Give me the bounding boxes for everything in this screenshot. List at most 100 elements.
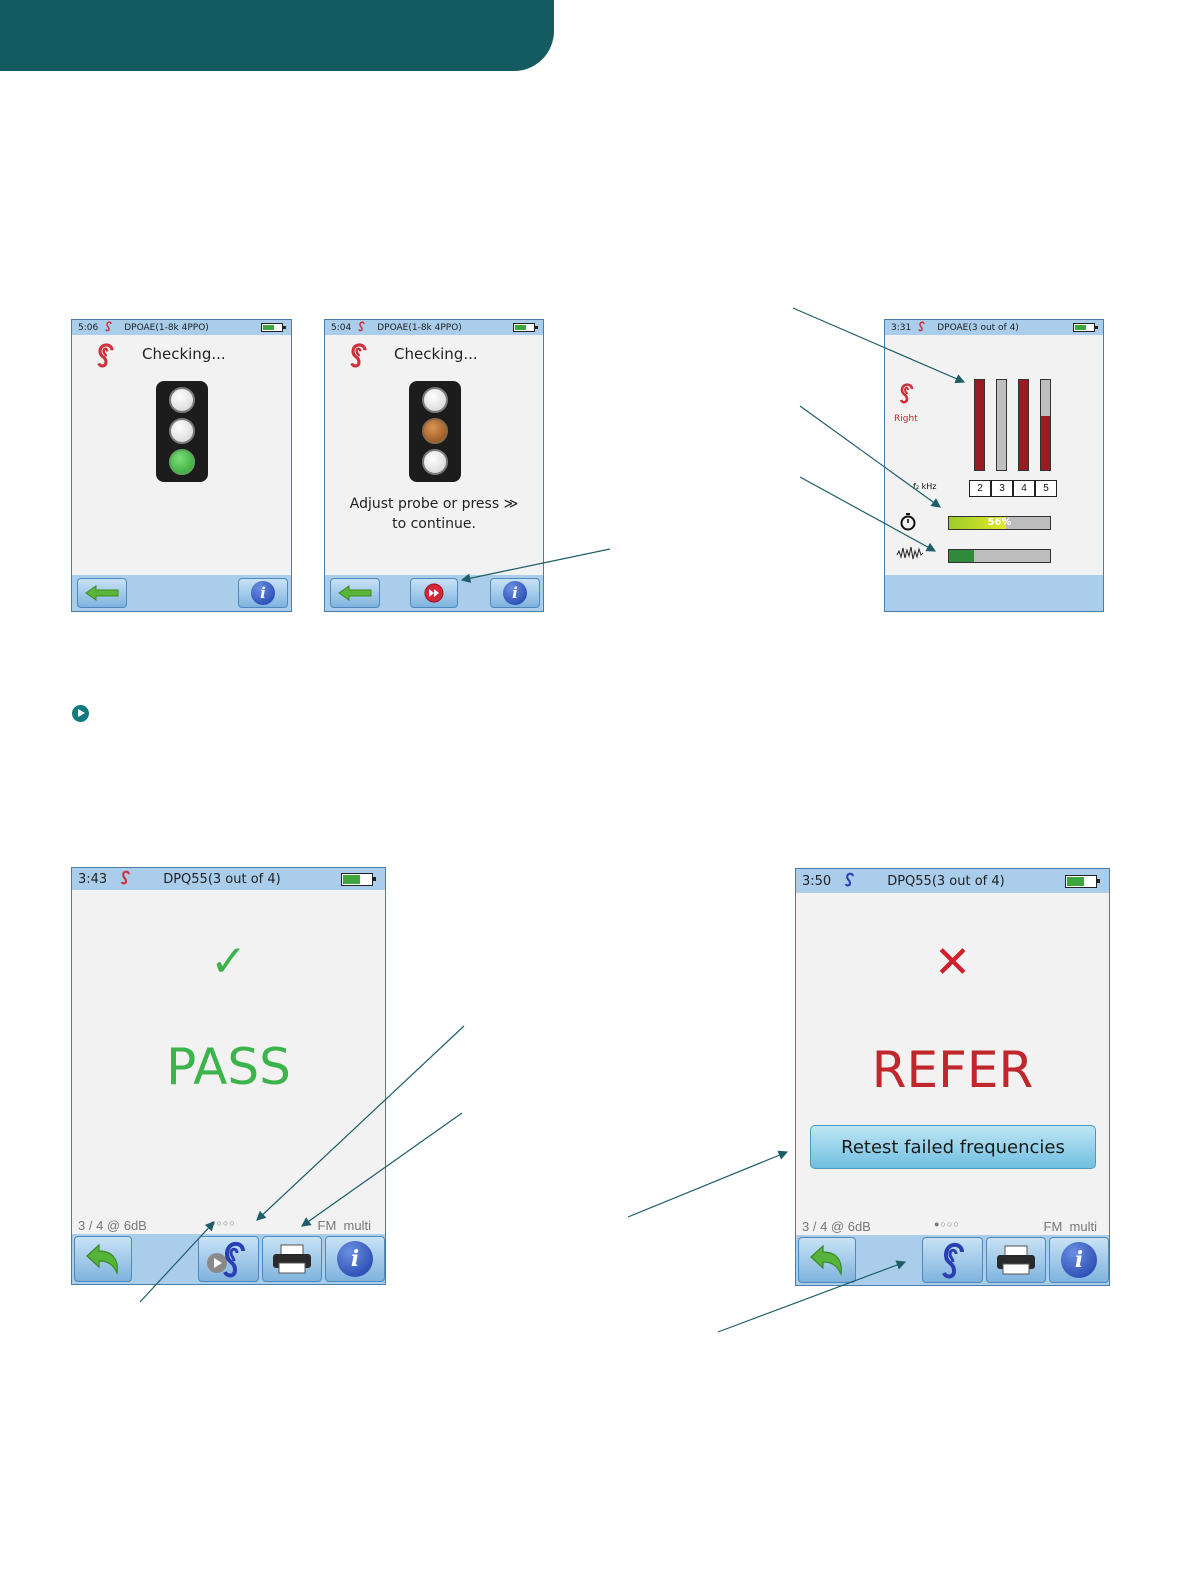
traffic-light-top: [422, 387, 448, 413]
ear-red-icon: [104, 320, 114, 335]
battery-icon: [1073, 323, 1098, 332]
stopwatch-icon: [900, 513, 916, 535]
freq-bar-2: [974, 379, 985, 471]
status-bar: 3:31 DPOAE(3 out of 4): [885, 320, 1103, 335]
test-progress-fill: [949, 517, 1006, 529]
status-time: 3:43: [78, 871, 108, 887]
back-arrow-icon: [338, 585, 372, 601]
print-button[interactable]: [262, 1236, 322, 1282]
traffic-light-bottom: [422, 449, 448, 475]
status-bar: 5:04 DPOAE(1-8k 4PPO): [325, 320, 543, 335]
info-icon: i: [1061, 1242, 1097, 1278]
status-title: DPQ55(3 out of 4): [887, 873, 1005, 889]
traffic-light-middle-amber: [422, 418, 448, 444]
back-button[interactable]: [330, 578, 380, 608]
info-icon: i: [251, 581, 275, 605]
ear-red-icon: [897, 380, 917, 410]
ear-button[interactable]: [922, 1237, 983, 1283]
info-button[interactable]: i: [490, 578, 540, 608]
noise-waveform-icon: [896, 545, 924, 565]
screen-result-refer: 3:50 DPQ55(3 out of 4) ✕ REFER Retest fa…: [795, 868, 1110, 1286]
back-button[interactable]: [798, 1237, 856, 1283]
status-bar: 3:50 DPQ55(3 out of 4): [796, 869, 1109, 893]
freq-bar-fill: [1041, 416, 1050, 470]
ear-red-icon: [94, 340, 118, 374]
toolbar: i: [72, 575, 291, 611]
traffic-light-top: [169, 387, 195, 413]
ear-red-icon: [357, 320, 367, 335]
info-icon: i: [503, 581, 527, 605]
check-icon: ✓: [210, 936, 247, 987]
traffic-light: [156, 381, 208, 482]
toolbar: i: [325, 575, 543, 611]
page-indicator: ●○○○: [934, 1219, 960, 1229]
test-progress-text: 56%: [987, 517, 1012, 528]
back-arrow-icon: [85, 585, 119, 601]
back-button[interactable]: [74, 1236, 132, 1282]
status-time: 5:06: [78, 322, 99, 333]
section-bullet-icon: [72, 705, 89, 722]
info-button[interactable]: i: [238, 578, 288, 608]
battery-icon: [261, 323, 286, 332]
screen-result-pass: 3:43 DPQ55(3 out of 4) ✓ PASS 3 / 4 @ 6d…: [71, 867, 386, 1285]
adjust-message-line1: Adjust probe or press ≫: [349, 496, 519, 512]
undo-arrow-icon: [810, 1244, 842, 1277]
toolbar: i: [72, 1234, 385, 1284]
back-button[interactable]: [77, 578, 127, 608]
noise-level-fill: [949, 550, 975, 562]
checking-label: Checking...: [394, 345, 478, 363]
ear-red-icon: [917, 320, 927, 335]
status-title: DPQ55(3 out of 4): [163, 871, 281, 887]
traffic-light-bottom-green: [169, 449, 195, 475]
status-time: 5:04: [331, 322, 352, 333]
checking-label: Checking...: [142, 345, 226, 363]
info-button[interactable]: i: [325, 1236, 385, 1282]
ear-blue-icon: [843, 870, 857, 892]
print-button[interactable]: [986, 1237, 1046, 1283]
page-indicator: ●○○○: [210, 1218, 236, 1228]
toolbar: [885, 575, 1103, 611]
freq-bar-fill: [1019, 380, 1028, 470]
result-refer-label: REFER: [871, 1041, 1034, 1099]
status-title: DPOAE(1-8k 4PPO): [124, 322, 209, 333]
cross-icon: ✕: [934, 937, 971, 988]
traffic-light: [409, 381, 461, 482]
noise-level-bar: [948, 549, 1051, 563]
status-time: 3:50: [802, 873, 832, 889]
screen-checking-amber: 5:04 DPOAE(1-8k 4PPO) Checking... Adjust…: [324, 319, 544, 612]
printer-icon: [997, 1245, 1035, 1275]
retest-failed-button[interactable]: Retest failed frequencies: [810, 1125, 1096, 1169]
undo-arrow-icon: [86, 1243, 118, 1276]
footer-right-status: FM multi: [1043, 1219, 1097, 1234]
ear-red-icon: [119, 868, 133, 890]
freq-axis-label: f₂ kHz: [913, 482, 937, 491]
battery-icon: [341, 872, 376, 886]
freq-label: 2: [969, 480, 991, 497]
result-pass-label: PASS: [166, 1038, 291, 1096]
info-button[interactable]: i: [1049, 1237, 1109, 1283]
freq-bar-4: [1018, 379, 1029, 471]
freq-bar-3: [996, 379, 1007, 471]
callout-arrow-retest: [627, 1150, 789, 1218]
freq-bar-fill: [975, 380, 984, 470]
continue-button[interactable]: [410, 578, 458, 608]
adjust-message-line2: to continue.: [392, 516, 476, 532]
screen-dpoae-progress: 3:31 DPOAE(3 out of 4) Right f₂ kHz 2 3 …: [884, 319, 1104, 612]
freq-label: 5: [1035, 480, 1057, 497]
status-bar: 5:06 DPOAE(1-8k 4PPO): [72, 320, 291, 335]
freq-bar-5: [1040, 379, 1051, 471]
play-ear-button[interactable]: [198, 1236, 259, 1282]
ear-icon: [941, 1242, 964, 1279]
status-title: DPOAE(1-8k 4PPO): [377, 322, 462, 333]
status-title: DPOAE(3 out of 4): [937, 322, 1019, 333]
status-time: 3:31: [891, 322, 912, 333]
ear-red-icon: [347, 340, 371, 374]
header-banner: [0, 0, 554, 71]
footer-right-status: FM multi: [317, 1218, 371, 1233]
freq-label: 4: [1013, 480, 1035, 497]
battery-icon: [1065, 874, 1100, 888]
adjust-message: Adjust probe or press ≫ to continue.: [325, 494, 543, 534]
status-bar: 3:43 DPQ55(3 out of 4): [72, 868, 385, 890]
fast-forward-icon: [424, 583, 444, 603]
